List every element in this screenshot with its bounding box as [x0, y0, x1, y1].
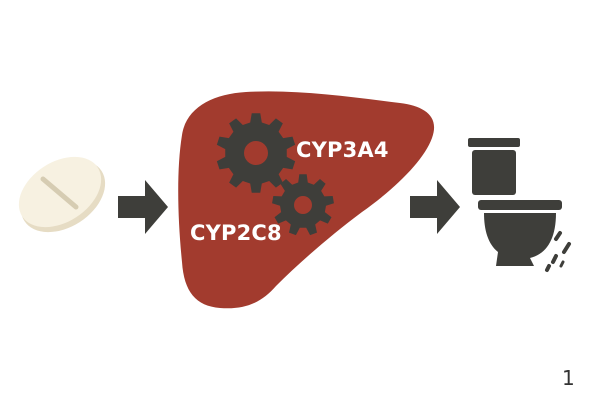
- arrow-to-toilet-icon: [410, 180, 460, 234]
- arrow-to-liver-icon: [118, 180, 168, 234]
- enzyme-label-cyp2c8: CYP2C8: [190, 221, 282, 245]
- page-number: 1: [562, 366, 575, 390]
- liver-icon: [178, 91, 435, 309]
- gear-small-icon: [272, 174, 334, 236]
- enzyme-label-cyp3a4: CYP3A4: [296, 138, 389, 162]
- gear-large-icon: [216, 113, 296, 193]
- water-splash-icon: [545, 231, 571, 272]
- pill-tablet-icon: [18, 156, 106, 233]
- toilet-icon: [468, 138, 562, 266]
